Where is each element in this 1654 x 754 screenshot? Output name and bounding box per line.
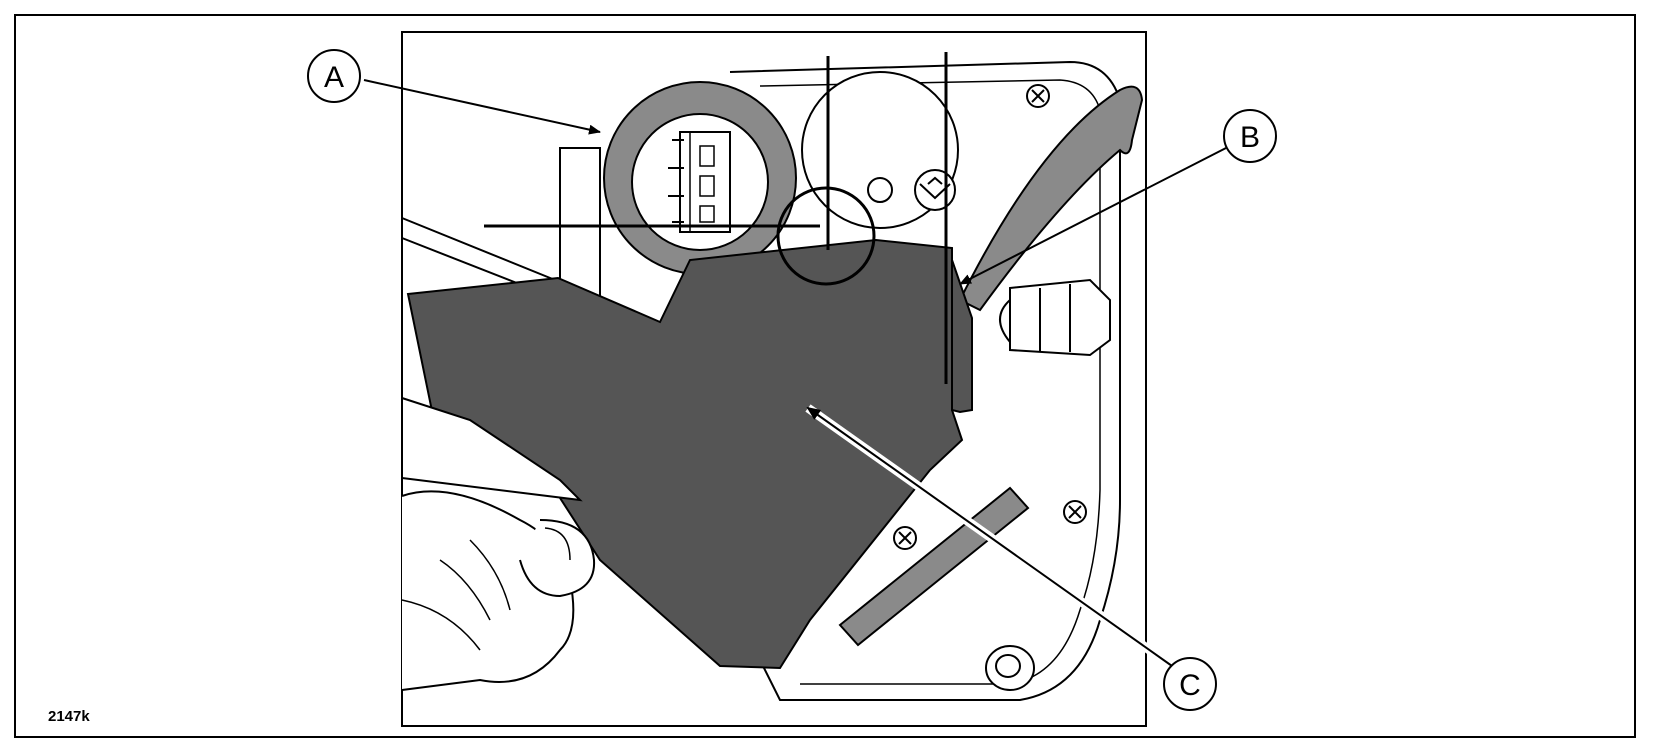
actuator-boss: [867, 177, 893, 203]
mounting-bracket: [559, 147, 601, 302]
callout-a: A: [307, 49, 361, 103]
figure-border: [14, 14, 1636, 738]
brand-logo-icon: [914, 169, 956, 211]
cable: [958, 85, 1144, 312]
screw-icon: [1026, 84, 1050, 108]
callout-c-label: C: [1179, 669, 1201, 702]
striker-bolt: [999, 278, 1111, 357]
cover-edge: [951, 259, 973, 414]
leader-arrow-c: [806, 406, 1173, 667]
latch-housing-inner: [759, 79, 1101, 685]
electrical-connector: [603, 81, 797, 275]
door-trim: [401, 396, 583, 502]
callout-c: C: [1163, 657, 1217, 711]
leader-arrow-a: [363, 79, 601, 135]
figure-code: 2147k: [48, 708, 90, 725]
lock-pin: [985, 645, 1035, 691]
screw-icon: [893, 526, 917, 550]
screw-icon: [1063, 500, 1087, 524]
latch-cover: [406, 238, 964, 670]
callout-a-label: A: [324, 61, 344, 94]
detail-circle: [776, 186, 876, 286]
callout-b: B: [1223, 109, 1277, 163]
leader-arrow-b: [959, 147, 1227, 285]
hand: [401, 490, 596, 691]
callout-b-label: B: [1240, 121, 1260, 154]
